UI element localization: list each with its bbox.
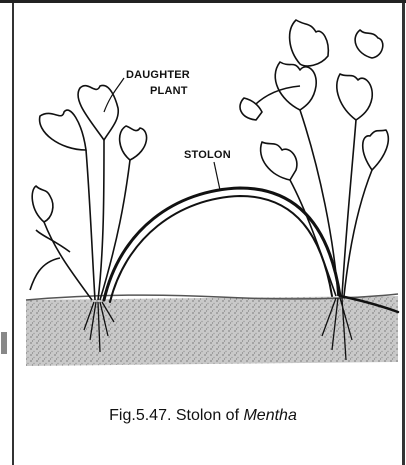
caption-genus: Mentha bbox=[243, 407, 296, 424]
stolon-label: STOLON bbox=[184, 149, 231, 161]
left-border bbox=[12, 3, 14, 465]
daughter-plant-label-line2: PLANT bbox=[150, 85, 188, 97]
stolon-label-leader bbox=[214, 162, 220, 190]
daughter-plant-label-line1: DAUGHTER bbox=[126, 69, 190, 81]
figure-caption: Fig.5.47. Stolon of Mentha bbox=[0, 407, 406, 425]
caption-prefix: Fig.5.47. Stolon of bbox=[109, 407, 243, 424]
stolon-runner bbox=[104, 188, 398, 312]
side-mark bbox=[1, 332, 7, 354]
top-border bbox=[0, 0, 406, 3]
right-border bbox=[402, 3, 405, 465]
